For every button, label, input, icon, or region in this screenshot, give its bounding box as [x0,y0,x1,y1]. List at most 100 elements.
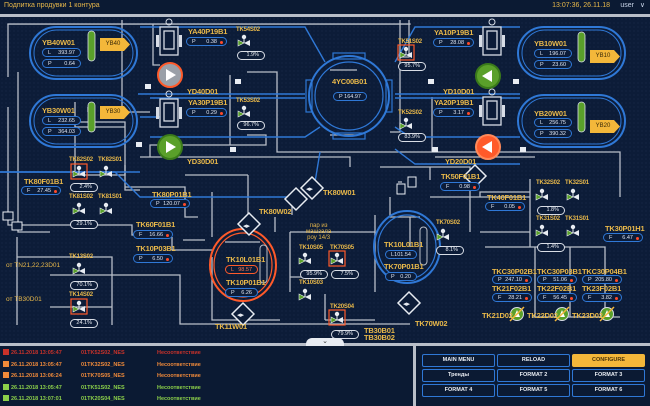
alarm-text: Несоответствие [157,350,201,356]
valve-position: 96.7% [237,121,265,130]
valve-icon [70,163,88,180]
pump-label[interactable]: YD40D01 [187,87,219,96]
valve-icon [436,228,449,241]
pump-YD10D01 [475,63,501,89]
button-reload[interactable]: RELOAD [497,354,570,367]
sensor-label: YA30P19B1 [188,98,228,107]
pump-YD20D01 [475,134,501,160]
pump-label[interactable]: YD10D01 [443,87,475,96]
valve-label[interactable]: TK10S05 [299,245,323,251]
valve-icon [72,202,85,215]
chevron-down-icon[interactable]: ∨ [639,2,645,9]
valve-label[interactable]: TK31S01 [565,216,589,222]
valve-icon [72,262,85,275]
valve-label[interactable]: TK54S02 [236,27,260,33]
valve-icon [535,224,548,237]
tank-tag[interactable]: YB10 [590,50,620,63]
valve-label[interactable]: TK70S02 [436,220,460,226]
sensor-label: TK10P01B1 [226,278,266,287]
alarm-severity-icon [3,349,9,355]
pump-label[interactable]: YD20D01 [445,157,477,166]
panel-toggle-handle[interactable]: ⌄ [306,338,344,346]
valve-icon [328,250,346,267]
valve-label[interactable]: TK52S02 [398,110,422,116]
pump-YD30D01 [157,134,183,160]
sensor-label: TK70P01B1 [384,262,424,271]
page-title: Подпитка продувки 1 контура [4,2,100,9]
svg-text:◂▸: ◂▸ [306,186,314,193]
valve-label[interactable]: TK81S01 [98,194,122,200]
button-format-2[interactable]: FORMAT 2 [497,369,570,382]
valve-icon [397,44,415,61]
button-format-5[interactable]: FORMAT 5 [497,384,570,397]
valve-label[interactable]: TK14S02 [69,292,93,298]
button-тренды[interactable]: Тренды [422,369,495,382]
hx-label: TK11W01 [215,322,247,331]
sensor-label: TK80P01B1 [152,190,192,199]
tank-tag[interactable]: YB20 [590,120,620,133]
sensor-label: TKC30P04B1 [582,267,627,276]
valve-position: 1.4% [537,243,565,252]
valve-position: 1.8% [537,206,565,215]
valve-label[interactable]: TK81S02 [69,194,93,200]
pump-label[interactable]: TK23D02 [572,311,603,320]
sensor-label: TK10L01B1 [226,255,266,264]
vessel-name: 4YC00B01 [332,77,368,86]
pump-label[interactable]: YD30D01 [187,157,219,166]
tank-tag[interactable]: YB40 [100,38,130,51]
valve-label[interactable]: TK32S02 [536,180,560,186]
alarm-time: 26.11.2018 13:07:01 [11,396,62,402]
pump-arrow-icon [554,306,570,322]
sensor-label: YA10P19B1 [434,28,474,37]
valve-position: 2.4% [70,183,98,192]
alarm-tag: 01TK51S02_NES [81,384,125,391]
pump-label[interactable]: TK22D02 [527,311,558,320]
valve-label[interactable]: TK32S01 [565,180,589,186]
button-format-4[interactable]: FORMAT 4 [422,384,495,397]
button-configure[interactable]: CONFIGURE [572,354,645,367]
button-format-3[interactable]: FORMAT 3 [572,369,645,382]
valve-icon [535,188,548,201]
valve-position: 79.9% [331,330,359,339]
button-main-menu[interactable]: MAIN MENU [422,354,495,367]
valve-position: 24.1% [70,319,98,328]
valve-label[interactable]: TK20S04 [330,304,354,310]
divider [413,346,416,406]
valve-label[interactable]: TK70S05 [330,245,354,251]
alarm-time: 26.11.2018 13:05:47 [11,361,62,368]
valve-label[interactable]: TK53S02 [236,98,260,104]
tank-tag[interactable]: YB30 [100,106,130,119]
valve-icon [99,202,112,215]
pump-label[interactable]: TK21D02 [482,311,513,320]
valve-label[interactable]: TK51S02 [398,39,422,45]
valve-icon [298,288,311,301]
inlet-label: от TN21,22,23D01 [6,262,61,269]
sensor-label: TK80F01B1 [24,177,64,186]
valve-label[interactable]: TK31S02 [536,216,560,222]
valve-label[interactable]: TK82S02 [69,157,93,163]
valve-label[interactable]: TK10S03 [299,280,323,286]
button-format-6[interactable]: FORMAT 6 [572,384,645,397]
valve-label[interactable]: TK13S02 [69,254,93,260]
alarm-text: Несоответствие [157,396,201,402]
sensor-label: TKC30P03B1 [537,267,582,276]
inlet-label: от TB30D01 [6,296,42,303]
user-menu[interactable]: user [620,2,634,9]
valve-label[interactable]: TK82S01 [98,157,122,163]
